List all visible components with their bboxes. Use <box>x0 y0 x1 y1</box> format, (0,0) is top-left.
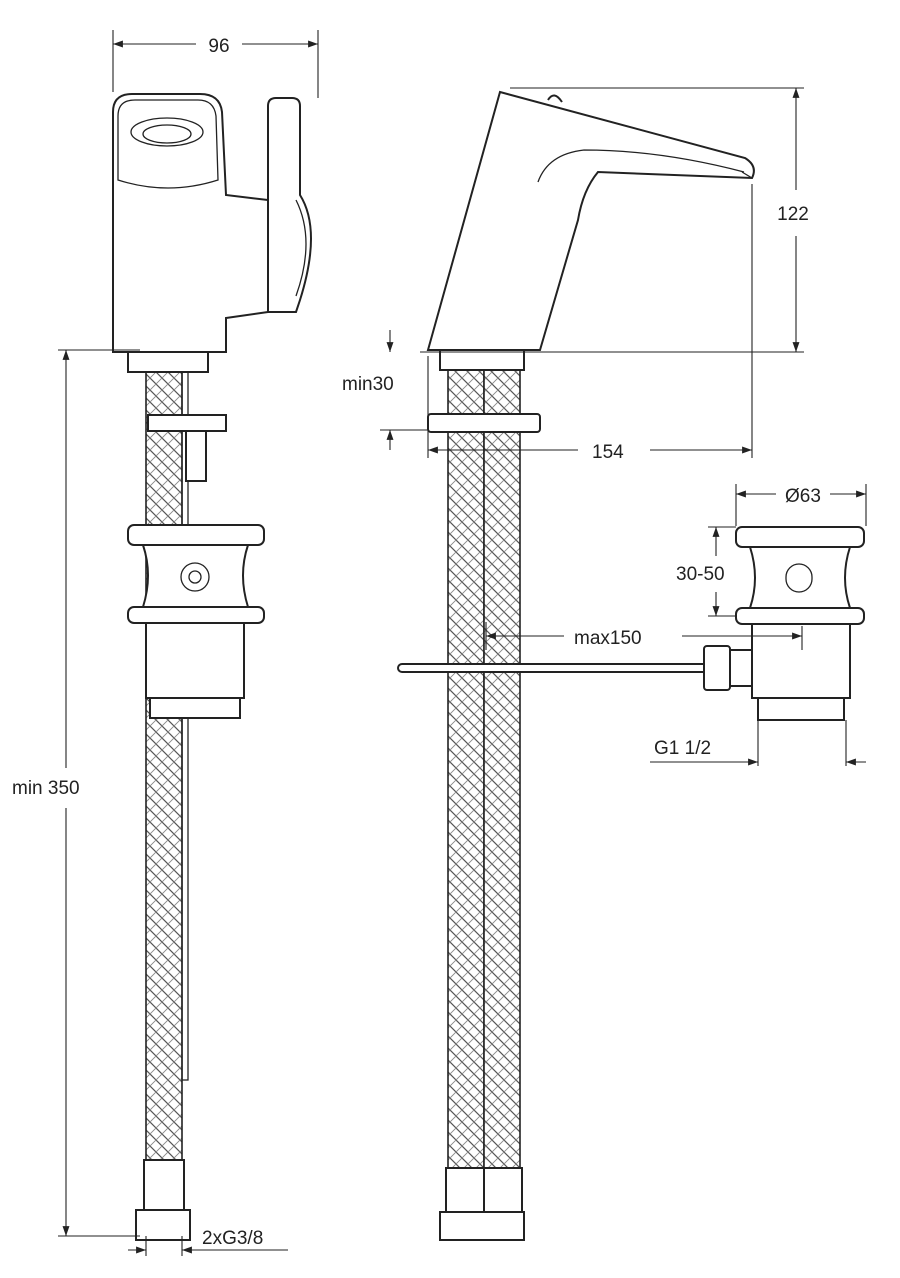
side-base <box>439 349 525 371</box>
side-view <box>426 90 755 1241</box>
side-faucet-body <box>426 90 755 351</box>
front-view <box>112 93 312 1241</box>
front-lever-curve <box>295 199 307 297</box>
waste-slot <box>785 563 813 593</box>
dim-label-diameter: Ø63 <box>785 486 821 507</box>
front-body-panel <box>117 99 219 189</box>
dim-label-hose-thread: 2xG3/8 <box>202 1228 263 1249</box>
side-spout-tip <box>741 171 753 179</box>
dim-label-rod-max: max150 <box>574 628 642 649</box>
dimension-lines <box>58 30 867 1256</box>
waste-tail <box>757 697 845 721</box>
dim-label-height: 122 <box>777 204 809 225</box>
popup-rod-assembly <box>397 645 757 691</box>
dim-label-spout: 154 <box>592 442 624 463</box>
dim-label-hose-length: min 350 <box>12 778 80 799</box>
front-waste-flange <box>127 524 265 546</box>
dim-label-width: 96 <box>208 36 229 57</box>
side-hose-ferrule-right <box>483 1167 523 1213</box>
popup-rod-nut <box>703 645 731 691</box>
waste-nut <box>735 607 865 625</box>
side-spout-recess <box>537 149 745 183</box>
waste-cage <box>748 546 852 609</box>
front-waste-body <box>145 622 245 699</box>
dimension-labels: 96 122 min30 154 Ø63 30-50 max150 G1 1/2… <box>12 36 821 1249</box>
waste-view <box>735 526 865 721</box>
front-rod-clip <box>147 414 227 432</box>
side-lever-knob <box>547 94 563 103</box>
front-hose-ferrule <box>143 1159 185 1211</box>
side-hose-nuts <box>439 1211 525 1241</box>
front-waste-tail <box>149 697 241 719</box>
front-waste-screw <box>180 562 210 592</box>
front-hose <box>145 369 183 1161</box>
front-aerator-outer <box>130 117 204 147</box>
popup-pull-rod <box>397 663 709 673</box>
front-shank <box>127 351 209 373</box>
dim-label-min30: min30 <box>342 374 394 395</box>
waste-flange <box>735 526 865 548</box>
front-waste-screw-hole <box>188 570 202 584</box>
front-hose-nut <box>135 1209 191 1241</box>
side-hose-right <box>483 367 521 1169</box>
front-faucet-body <box>112 93 269 353</box>
front-aerator-inner <box>142 124 192 144</box>
front-waste-nut <box>127 606 265 624</box>
front-lever <box>267 97 312 313</box>
side-mounting-washer <box>427 413 541 433</box>
dim-label-waste-range: 30-50 <box>676 564 725 585</box>
side-hose-left <box>447 367 485 1169</box>
waste-body <box>751 623 851 699</box>
side-hose-ferrule-left <box>445 1167 485 1213</box>
dim-label-waste-thread: G1 1/2 <box>654 738 711 759</box>
front-waste-cage <box>141 544 250 608</box>
front-rod-clip-stem <box>185 430 207 482</box>
